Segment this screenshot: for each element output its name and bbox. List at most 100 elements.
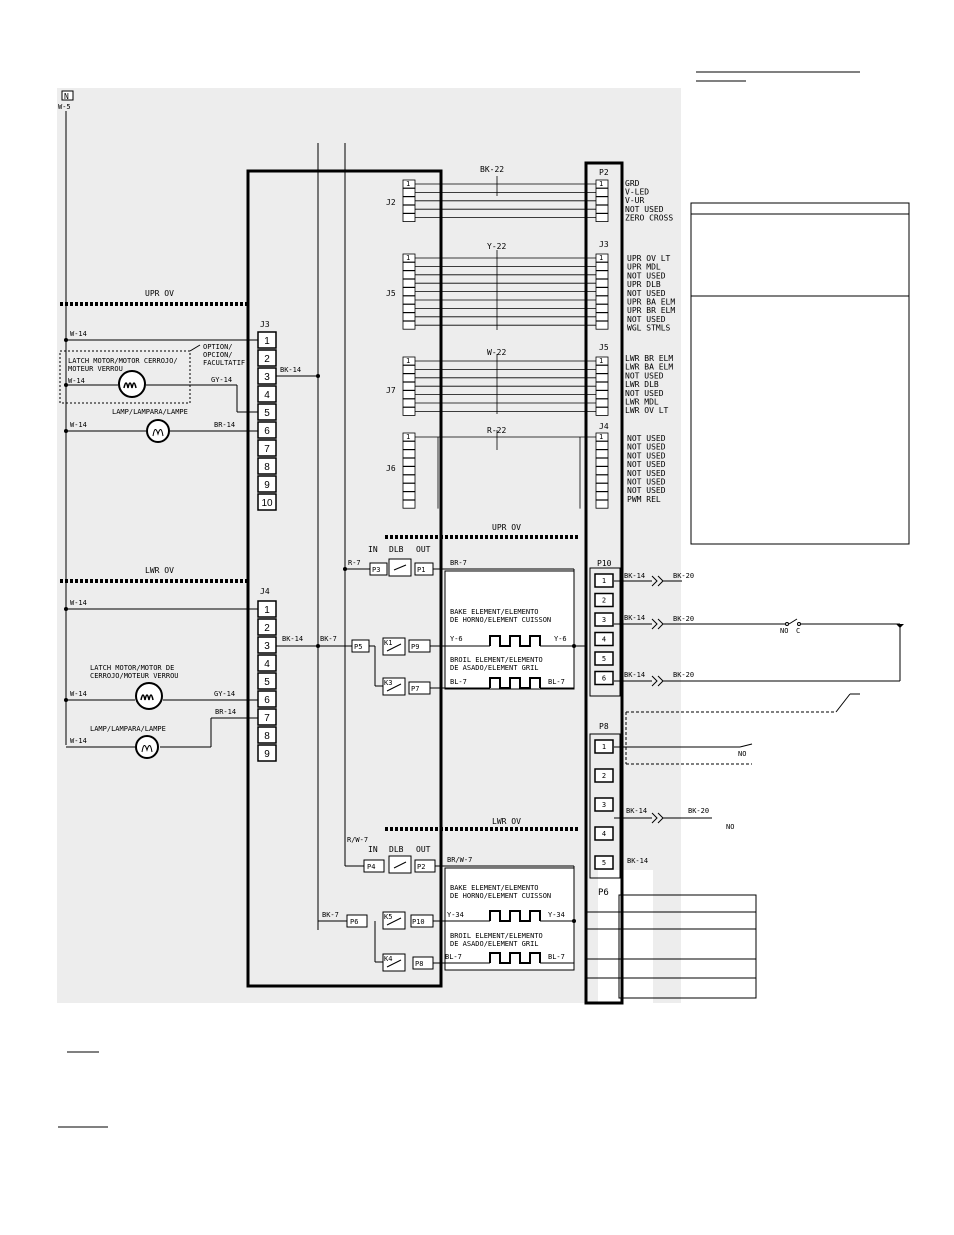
ribbon-left-pin bbox=[402, 287, 416, 297]
p8-label: P8 bbox=[599, 722, 609, 731]
lwr-p8: P8 bbox=[415, 960, 423, 968]
ribbon-right-pin bbox=[595, 261, 609, 271]
j3-pins-pin-number: 4 bbox=[264, 390, 270, 401]
p8-pins-pin-number: 5 bbox=[602, 859, 606, 867]
j4r-list-item: NOT USED bbox=[627, 460, 666, 469]
ribbon-left-pin bbox=[402, 457, 416, 467]
lwr-p6: P6 bbox=[350, 918, 358, 926]
j4-pins-pin-number: 1 bbox=[264, 605, 270, 616]
j3-pins-pin-box bbox=[257, 421, 277, 439]
p10-pins-pin-number: 6 bbox=[602, 675, 606, 683]
p8-pins-pin-number: 1 bbox=[602, 743, 606, 751]
ribbon-right-pin bbox=[595, 440, 609, 450]
j4-pins-pin-number: 9 bbox=[264, 749, 270, 760]
upper-latch-gy14: GY-14 bbox=[211, 376, 232, 384]
p10-pins-pin-box bbox=[594, 592, 614, 608]
upr-dlb: DLB bbox=[389, 545, 404, 554]
j3-right-label: J3 bbox=[599, 240, 609, 249]
upr-bl7b: BL-7 bbox=[548, 678, 565, 686]
ribbon-left-pin bbox=[402, 278, 416, 288]
j4-pins-pin-box bbox=[257, 744, 277, 762]
upper-latch-w14: W-14 bbox=[68, 377, 85, 385]
ribbon-right-pin bbox=[595, 499, 609, 509]
j5r-list-item: LWR OV LT bbox=[625, 406, 669, 415]
upper-w14-top: W-14 bbox=[70, 330, 87, 338]
upper-latch-line-1: LATCH MOTOR/MOTOR CERROJO/ bbox=[68, 357, 178, 365]
latch-option-box bbox=[59, 350, 191, 404]
ribbon-right-pin bbox=[595, 278, 609, 288]
upr-br7: BR-7 bbox=[450, 559, 467, 567]
p8-pins-pin-box bbox=[594, 797, 614, 812]
j5r-list-item: LWR BR ELM bbox=[625, 354, 673, 363]
upr-bake-line-1: BAKE ELEMENT/ELEMENTO bbox=[450, 608, 539, 616]
ribbon-right-pin bbox=[595, 390, 609, 400]
ribbon-pin-one: 1 bbox=[406, 254, 410, 262]
ribbon-right-pin bbox=[595, 320, 609, 330]
ribbon-left-pin bbox=[402, 187, 416, 197]
ribbon-pin-one: 1 bbox=[406, 357, 410, 365]
switch-no-3: NO bbox=[726, 823, 734, 831]
ribbon-pin-one: 1 bbox=[599, 254, 603, 262]
switch-no-1: NO bbox=[780, 627, 788, 635]
p6-table bbox=[586, 894, 757, 999]
section-lower-mid: LWR OV bbox=[492, 817, 521, 826]
ribbon-left-pin bbox=[402, 312, 416, 322]
j4-pins-pin-number: 3 bbox=[264, 641, 270, 652]
ribbon-left-pin bbox=[402, 499, 416, 509]
ribbon-left-pin bbox=[402, 261, 416, 271]
j3r-list-item: WGL STMLS bbox=[627, 324, 671, 333]
ribbon-r22: R-22 bbox=[487, 426, 506, 435]
upr-bake-line-2: DE HORNO/ELEMENT CUISSON bbox=[450, 616, 551, 624]
ribbon-right-pin bbox=[595, 406, 609, 416]
section-upper-mid: UPR OV bbox=[492, 523, 521, 532]
ribbon-left-pin bbox=[402, 303, 416, 313]
j3r-list-item: UPR BR ELM bbox=[627, 306, 675, 315]
upr-p5: P5 bbox=[354, 643, 362, 651]
lwr-bk7: BK-7 bbox=[322, 911, 339, 919]
lower-lamp-label: LAMP/LAMPARA/LAMPE bbox=[90, 725, 166, 733]
ribbon-left-pin bbox=[402, 474, 416, 484]
neutral-wire-label: W-5 bbox=[58, 103, 71, 111]
upper-lamp-icon bbox=[146, 419, 170, 443]
j4r-list-item: NOT USED bbox=[627, 486, 666, 495]
j4-pins-pin-box bbox=[257, 708, 277, 726]
p10-block bbox=[589, 567, 621, 697]
upper-lamp-br14: BR-14 bbox=[214, 421, 235, 429]
upr-k1: K1 bbox=[384, 639, 392, 647]
j5-label: J5 bbox=[386, 289, 396, 298]
upper-bk14: BK-14 bbox=[280, 366, 301, 374]
p8-pins-pin-box bbox=[594, 855, 614, 870]
upr-p5-terminal bbox=[351, 639, 370, 653]
j4r-list-item: PWM REL bbox=[627, 495, 661, 504]
upper-latch-line-2: MOTEUR VERROU bbox=[68, 365, 123, 373]
j3-pins-pin-number: 6 bbox=[264, 426, 270, 437]
neutral-terminal bbox=[61, 90, 74, 101]
j4r-list-item: NOT USED bbox=[627, 451, 666, 460]
upr-out: OUT bbox=[416, 545, 431, 554]
j3-pins-pin-box bbox=[257, 385, 277, 403]
upr-p7: P7 bbox=[411, 685, 419, 693]
ribbon-right-pin bbox=[595, 398, 609, 408]
p10-pins-pin-number: 1 bbox=[602, 577, 606, 585]
j4-pins-pin-box bbox=[257, 636, 277, 654]
ribbon-right-pin bbox=[595, 287, 609, 297]
j4-pins-pin-number: 8 bbox=[264, 731, 270, 742]
p10-pins-pin-number: 4 bbox=[602, 636, 606, 644]
ribbon-left-pin bbox=[402, 320, 416, 330]
j3-pins-pin-box bbox=[257, 439, 277, 457]
ribbon-left-pin bbox=[402, 466, 416, 476]
option-line-1: OPTION/ bbox=[203, 343, 233, 351]
p8-pins-pin-number: 4 bbox=[602, 830, 606, 838]
lower-latch-line-1: LATCH MOTOR/MOTOR DE bbox=[90, 664, 174, 672]
p10-pins-pin-box bbox=[594, 573, 614, 588]
ribbon-right-pin bbox=[595, 466, 609, 476]
p6-label: P6 bbox=[598, 888, 609, 898]
p10-pins-pin-number: 5 bbox=[602, 655, 606, 663]
lwr-dlb: DLB bbox=[389, 845, 404, 854]
p2-list-item: V-UR bbox=[625, 196, 644, 205]
control-board bbox=[246, 169, 443, 988]
j3-pins-pin-number: 8 bbox=[264, 462, 270, 473]
diagram-background-cutout bbox=[598, 870, 653, 1005]
